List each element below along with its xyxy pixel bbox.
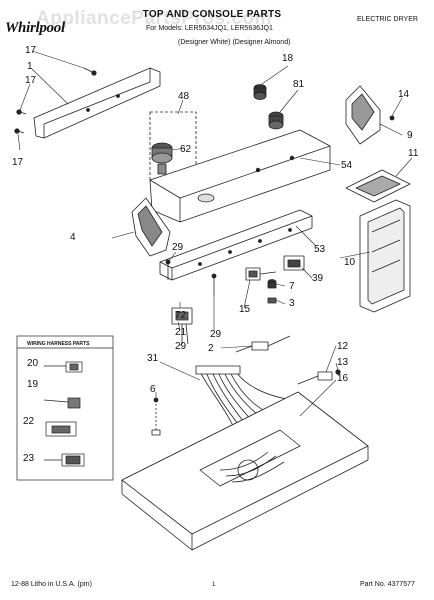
- callout-39: 39: [312, 273, 324, 284]
- callout-18: 18: [282, 53, 294, 64]
- inset-part-19: [43, 397, 81, 409]
- footer-page-number: 1: [212, 582, 216, 588]
- callout-6: 6: [150, 384, 156, 395]
- callout-16: 16: [337, 373, 349, 384]
- callout-48: 48: [178, 91, 190, 102]
- callout-13: 13: [337, 357, 349, 368]
- switch-15: [245, 267, 277, 281]
- callout-19: 19: [27, 379, 39, 390]
- console-back-panel: [33, 67, 161, 139]
- callout-21: 21: [175, 327, 187, 338]
- lint-duct-10: [359, 199, 411, 313]
- brand-logo: Whirlpool: [5, 20, 65, 36]
- callout-9: 9: [407, 130, 413, 141]
- inset-part-22: [45, 421, 77, 437]
- callout-31: 31: [147, 353, 159, 364]
- screw-17-left: [16, 109, 27, 115]
- terminal-12: [297, 371, 333, 385]
- callout-3: 3: [289, 298, 295, 309]
- callout-29-low: 29: [175, 341, 187, 352]
- watermark: AppliancePartsPros.com: [36, 8, 272, 29]
- callout-10: 10: [344, 257, 356, 268]
- callout-14: 14: [398, 89, 410, 100]
- model-numbers: For Models: LER5634JQ1, LER5636JQ1: [146, 25, 273, 32]
- callout-1: 1: [27, 61, 33, 72]
- callout-2: 2: [208, 343, 214, 354]
- model-colors: (Designer White) (Designer Almond): [178, 39, 291, 46]
- callout-12: 12: [337, 341, 349, 352]
- callout-53: 53: [314, 244, 326, 255]
- wiring-harness-inset: [16, 335, 114, 481]
- inset-part-20: [44, 361, 83, 373]
- callout-72: 72: [175, 310, 187, 321]
- callout-11: 11: [408, 148, 419, 159]
- callout-29-mid: 29: [210, 329, 222, 340]
- top-panel-16: [121, 391, 369, 551]
- callout-29-top: 29: [172, 242, 184, 253]
- inset-part-23: [44, 453, 85, 467]
- end-cap-right: [345, 85, 395, 145]
- knob-part-7: [267, 279, 277, 289]
- callout-17-mid: 17: [25, 75, 37, 86]
- footer-litho: 12-88 Litho in U.S.A. (pm): [11, 581, 92, 588]
- callout-81: 81: [293, 79, 305, 90]
- vent-cover-11: [345, 169, 411, 203]
- connector-2: [235, 335, 291, 353]
- footer-part-number: Part No. 4377577: [360, 581, 415, 588]
- knob-81: [268, 111, 284, 130]
- appliance-category: ELECTRIC DRYER: [357, 16, 418, 23]
- callout-22: 22: [23, 416, 35, 427]
- end-cap-left: [131, 197, 171, 257]
- callout-15: 15: [239, 304, 251, 315]
- callout-54: 54: [341, 160, 353, 171]
- callout-20: 20: [27, 358, 39, 369]
- screw-17-bottom: [14, 128, 25, 134]
- callout-17-bottom: 17: [12, 157, 24, 168]
- callout-62: 62: [180, 144, 192, 155]
- screw-17-top: [83, 67, 97, 76]
- callout-17-top: 17: [25, 45, 37, 56]
- mounting-bracket-53: [159, 209, 313, 281]
- screw-29-mid: [211, 273, 217, 296]
- component-72: [171, 307, 193, 345]
- callout-7: 7: [289, 281, 295, 292]
- clip-3: [267, 297, 277, 304]
- screw-6: [151, 397, 161, 436]
- callout-4: 4: [70, 232, 76, 243]
- diagram-title: TOP AND CONSOLE PARTS: [142, 9, 282, 20]
- inset-title: WIRING HARNESS PARTS: [27, 341, 90, 347]
- knob-18: [253, 84, 267, 100]
- console-54: [149, 129, 331, 223]
- timer-39: [283, 255, 305, 271]
- callout-23: 23: [23, 453, 35, 464]
- dashed-group-48: [149, 111, 197, 181]
